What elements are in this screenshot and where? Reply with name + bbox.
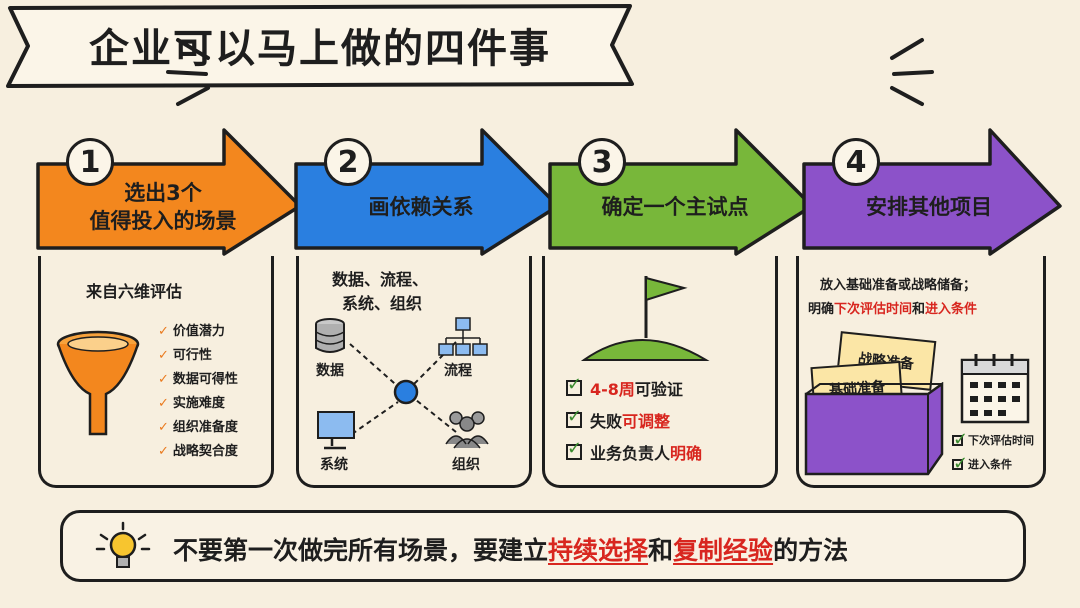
step-number-2: 2 (324, 138, 372, 186)
flag-icon (580, 276, 710, 361)
bottom-message: 不要第一次做完所有场景，要建立持续选择和复制经验的方法 (173, 536, 849, 565)
emphasis-lines-right (890, 38, 934, 106)
step-number-1: 1 (66, 138, 114, 186)
step-arrow-1: 1 选出3个值得投入的场景 (28, 120, 304, 260)
checkbox-checked-icon (566, 406, 582, 428)
panel-step-2 (296, 256, 532, 488)
criterion-item: ✓实施难度 (158, 396, 225, 411)
node-label-process: 流程 (444, 363, 472, 379)
bottom-note: 不要第一次做完所有场景，要建立持续选择和复制经验的方法 (60, 510, 1026, 582)
panel2-heading-line2: 系统、组织 (342, 294, 423, 313)
title-banner: 企业可以马上做的四件事 (0, 0, 640, 90)
box-icon (804, 382, 944, 476)
criterion-item: ✓战略契合度 (158, 444, 238, 459)
checkbox-checked-icon (566, 374, 582, 396)
node-label-org: 组织 (452, 457, 480, 473)
step-label-1-line1: 选出3个 (124, 180, 202, 205)
panel-step-4 (796, 256, 1046, 488)
flowchart-icon (438, 317, 488, 356)
panel-step-3 (542, 256, 778, 488)
banner-shape (6, 4, 634, 88)
panel4-line1: 放入基础准备或战略储备； (820, 278, 977, 293)
step-arrow-2: 2 画依赖关系 (286, 120, 562, 260)
criterion-item: ✓价值潜力 (158, 324, 225, 339)
database-icon (315, 318, 345, 353)
panel1-heading: 来自六维评估 (86, 282, 183, 301)
hub-node (393, 379, 419, 405)
criterion-item: ✓数据可得性 (158, 372, 238, 387)
criterion-item: ✓可行性 (158, 348, 212, 363)
emphasis-lines-left (166, 38, 210, 106)
step-label-1-line2: 值得投入的场景 (89, 209, 237, 233)
step-label-3: 确定一个主试点 (601, 194, 749, 219)
checkbox-checked-icon (952, 453, 968, 474)
calendar-check-row: 下次评估时间 (952, 429, 1034, 450)
step-arrow-4: 4 安排其他项目 (794, 120, 1070, 260)
checkbox-checked-icon (566, 438, 582, 460)
step-label-2: 画依赖关系 (368, 194, 474, 219)
people-icon (445, 411, 489, 449)
panel-step-1 (38, 256, 274, 488)
step-number-3: 3 (578, 138, 626, 186)
node-label-data: 数据 (316, 363, 344, 379)
criterion-item: ✓组织准备度 (158, 420, 238, 435)
lightbulb-icon (95, 521, 151, 568)
checkbox-checked-icon (952, 429, 968, 450)
panel4-line2: 明确下次评估时间和进入条件 (808, 302, 978, 317)
calendar-icon (960, 354, 1030, 424)
dependency-graph (315, 317, 489, 450)
page-title: 企业可以马上做的四件事 (89, 26, 551, 72)
step-label-1: 选出3个值得投入的场景 (44, 156, 282, 244)
calendar-check-row: 进入条件 (952, 453, 1012, 474)
node-label-system: 系统 (320, 457, 348, 473)
funnel-icon (56, 330, 140, 436)
step-label-4: 安排其他项目 (866, 194, 992, 219)
step-arrow-3: 3 确定一个主试点 (540, 120, 816, 260)
panel2-heading-line1: 数据、流程、 (332, 270, 429, 289)
monitor-icon (317, 411, 355, 450)
step-number-4: 4 (832, 138, 880, 186)
